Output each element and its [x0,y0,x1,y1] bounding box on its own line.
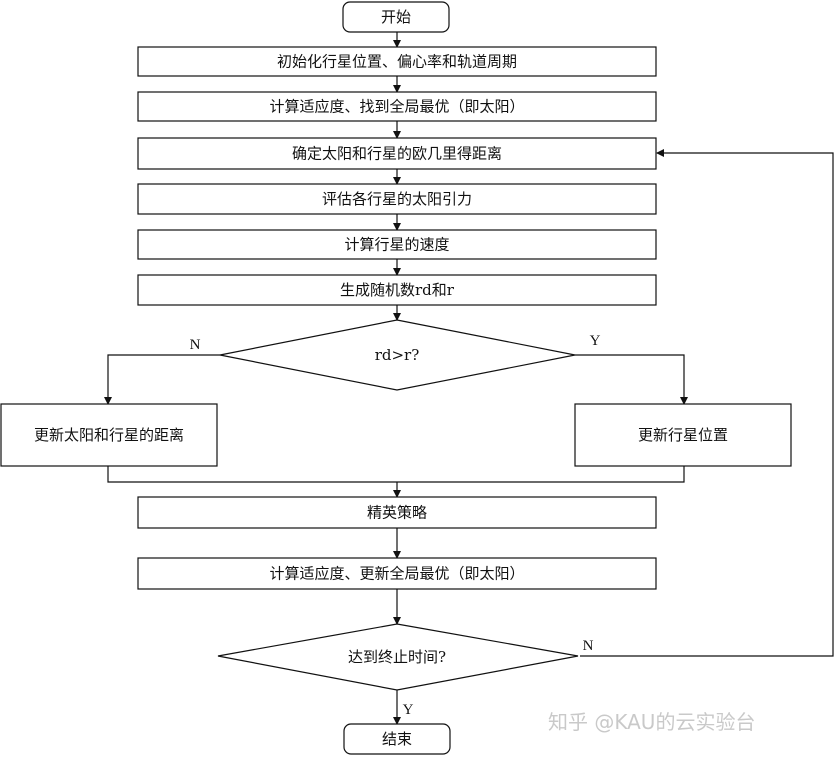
process-random-label: 生成随机数rd和r [340,281,455,299]
process-update-distance: 更新太阳和行星的距离 [0,403,218,467]
process-update-best-label: 计算适应度、更新全局最优（即太阳） [269,565,524,583]
watermark: 知乎 @KAU的云实验台 [548,710,755,734]
process-init-label: 初始化行星位置、偏心率和轨道周期 [277,53,517,71]
process-init: 初始化行星位置、偏心率和轨道周期 [137,46,657,77]
end-node: 结束 [343,723,451,755]
process-velocity-label: 计算行星的速度 [344,236,449,254]
process-calc-fitness-label: 计算适应度、找到全局最优（即太阳） [269,98,524,116]
edge-decision-yes [575,354,688,405]
start-node: 开始 [342,1,450,33]
process-velocity: 计算行星的速度 [137,229,657,260]
edge-label-end-yes: Y [403,702,414,718]
decision-rd-label: rd>r? [375,346,420,364]
decision-rd: rd>r? [219,319,576,391]
process-distance: 确定太阳和行星的欧几里得距离 [137,137,657,170]
process-distance-label: 确定太阳和行星的欧几里得距离 [292,145,502,163]
decision-end: 达到终止时间? [217,623,579,691]
process-calc-fitness: 计算适应度、找到全局最优（即太阳） [137,91,657,122]
process-gravity-label: 评估各行星的太阳引力 [322,190,472,208]
process-elite: 精英策略 [137,496,657,529]
start-label: 开始 [381,8,411,26]
process-elite-label: 精英策略 [367,504,427,522]
edge-merge [107,466,685,483]
end-label: 结束 [382,730,412,748]
edge-label-yes: Y [590,333,601,349]
decision-end-label: 达到终止时间? [348,648,446,666]
process-random: 生成随机数rd和r [137,274,657,306]
process-gravity: 评估各行星的太阳引力 [137,183,657,215]
process-update-position: 更新行星位置 [574,403,792,467]
process-update-position-label: 更新行星位置 [638,426,728,444]
edges [104,31,834,725]
edge-decision-no [104,354,220,405]
process-update-best: 计算适应度、更新全局最优（即太阳） [137,557,657,590]
edge-label-no: N [190,337,201,353]
process-update-distance-label: 更新太阳和行星的距离 [34,426,184,444]
edge-loop-back [580,149,834,657]
edge-label-loop-no: N [583,638,594,654]
